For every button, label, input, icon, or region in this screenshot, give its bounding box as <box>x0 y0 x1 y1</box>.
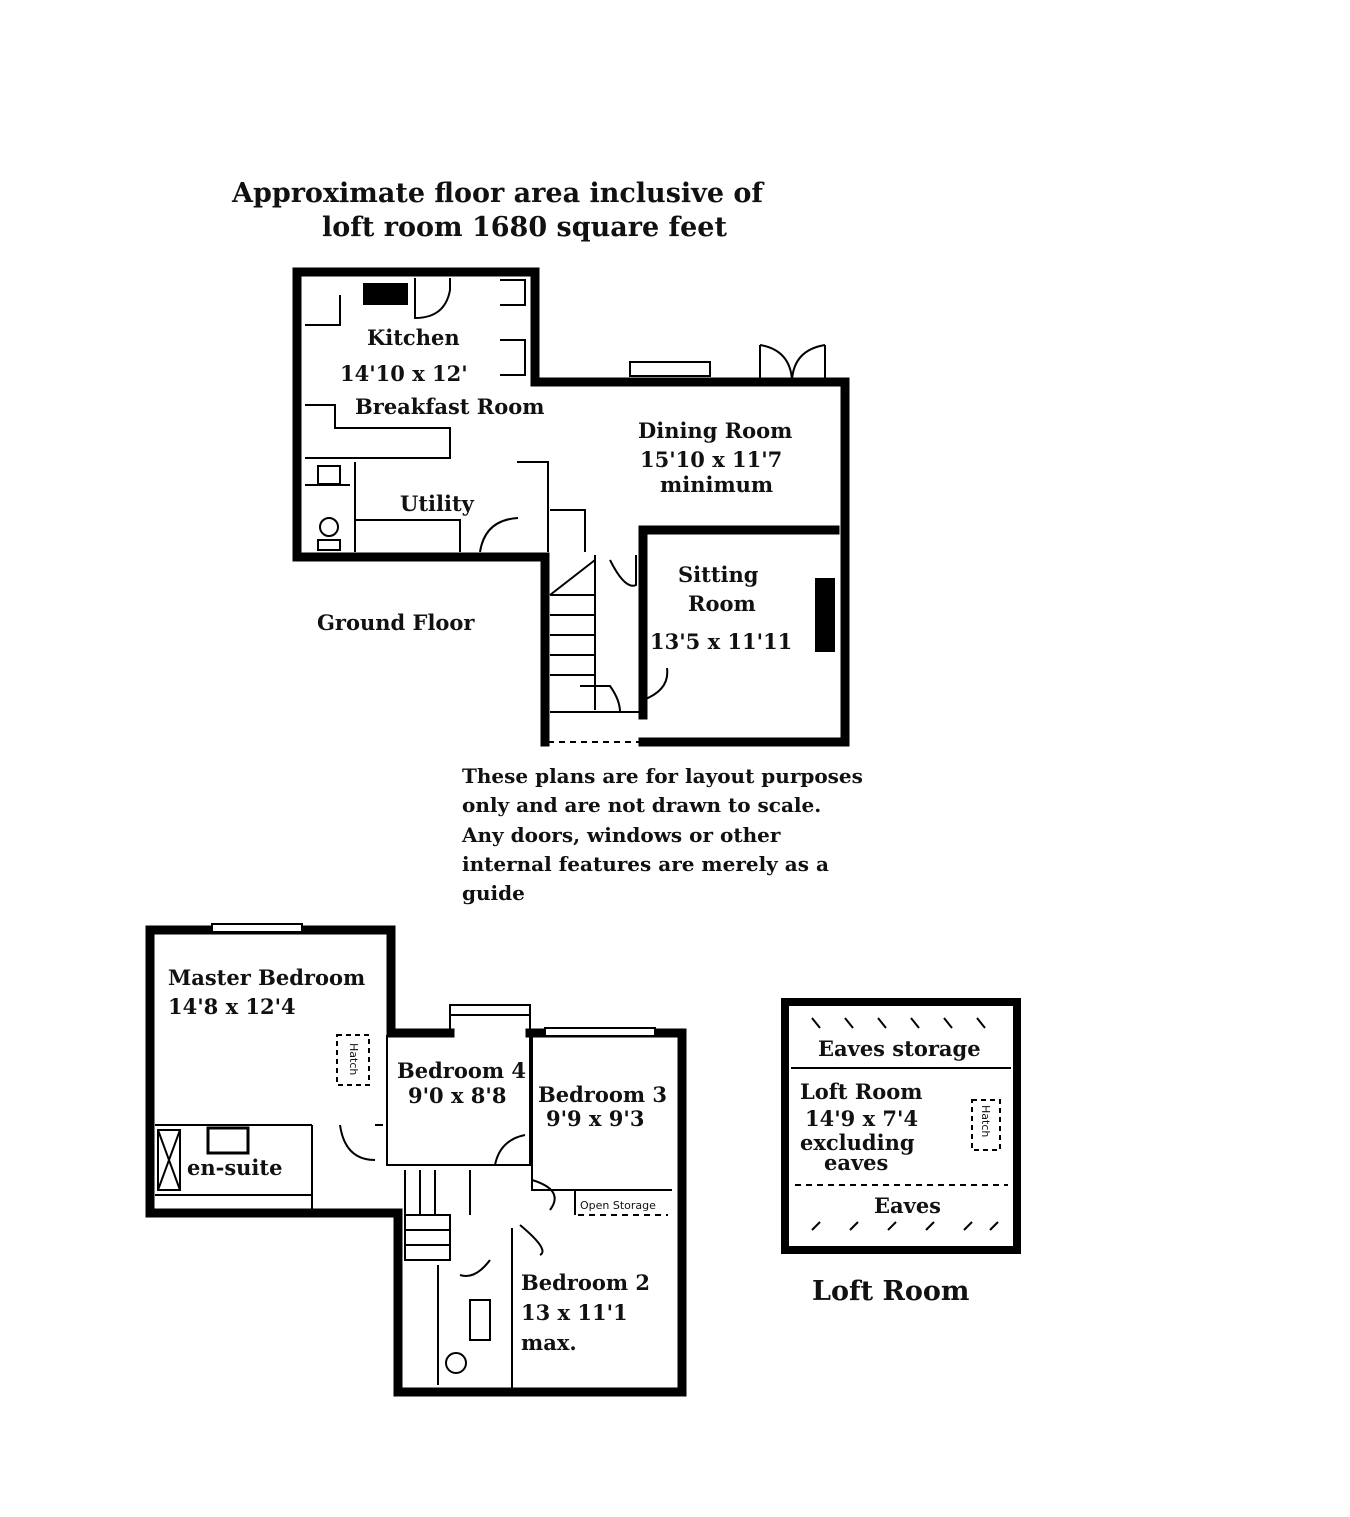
ground-floor-plan <box>292 267 850 747</box>
loft-room-title: Loft Room <box>812 1276 970 1307</box>
shower-icon <box>157 1129 181 1191</box>
stairs <box>549 509 640 713</box>
bedroom-3-size: 9'9 x 9'3 <box>546 1106 644 1131</box>
loft-room-label: Loft Room <box>800 1079 923 1104</box>
master-bedroom-label: Master Bedroom <box>168 965 365 990</box>
first-floor-plan <box>145 923 687 1397</box>
ground-floor-label: Ground Floor <box>317 610 475 635</box>
kitchen-door <box>414 278 451 320</box>
fireplace <box>815 578 835 652</box>
french-doors <box>759 344 826 384</box>
kitchen-label: Kitchen <box>367 325 460 350</box>
bedroom-3-label: Bedroom 3 <box>538 1082 667 1107</box>
bedroom-4-label: Bedroom 4 <box>397 1058 526 1083</box>
hob-icon <box>363 283 408 305</box>
basin-icon <box>206 1126 250 1155</box>
disclaimer-line: only and are not drawn to scale. <box>462 793 821 817</box>
bedroom-2-label: Bedroom 2 <box>521 1270 650 1295</box>
toilet-icon <box>319 517 339 537</box>
bedroom-2-note: max. <box>521 1330 577 1355</box>
hatch-label: Hatch <box>347 1043 360 1075</box>
bedroom-2-size: 13 x 11'1 <box>521 1300 628 1325</box>
loft-room-size: 14'9 x 7'4 <box>805 1106 918 1131</box>
eaves-storage-label: Eaves storage <box>818 1036 981 1061</box>
disclaimer-line: internal features are merely as a <box>462 852 829 876</box>
kitchen-size: 14'10 x 12' <box>340 361 468 386</box>
bedroom-4-size: 9'0 x 8'8 <box>408 1083 506 1108</box>
utility-label: Utility <box>400 491 475 516</box>
sitting-room-size: 13'5 x 11'11 <box>650 629 792 654</box>
title-line-1: Approximate floor area inclusive of <box>231 178 765 209</box>
loft-room-note-2: eaves <box>824 1150 888 1175</box>
dining-room-label: Dining Room <box>638 418 792 443</box>
master-bedroom-size: 14'8 x 12'4 <box>168 994 296 1019</box>
disclaimer-line: These plans are for layout purposes <box>462 764 863 788</box>
sitting-room-label-1: Sitting <box>678 562 759 587</box>
loft-plan <box>781 998 1021 1254</box>
eaves-label: Eaves <box>874 1193 941 1218</box>
ensuite-label: en-suite <box>187 1155 282 1180</box>
toilet-icon <box>445 1352 467 1374</box>
sitting-room-label-2: Room <box>688 591 756 616</box>
title-line-2: loft room 1680 square feet <box>322 212 727 243</box>
open-storage-label: Open Storage <box>580 1199 656 1212</box>
dining-room-note: minimum <box>660 472 773 497</box>
dining-room-size: 15'10 x 11'7 <box>640 447 782 472</box>
breakfast-room-label: Breakfast Room <box>355 394 545 419</box>
stairs <box>404 1170 471 1261</box>
disclaimer-line: guide <box>462 881 525 905</box>
loft-room-note-1: excluding <box>800 1130 915 1155</box>
disclaimer-line: Any doors, windows or other <box>461 823 781 847</box>
loft-hatch-label: Hatch <box>979 1105 992 1137</box>
